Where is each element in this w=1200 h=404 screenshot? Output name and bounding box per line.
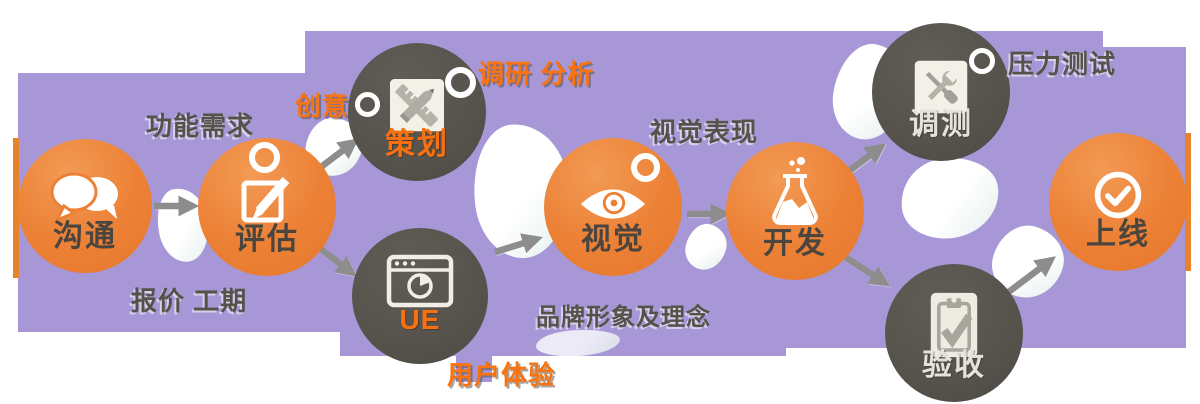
ruler-pencil-icon [348, 79, 486, 133]
arrow-acceptance-to-launch [1000, 256, 1056, 300]
annotation-visual-expression: 视觉表现 [650, 117, 759, 147]
edit-square-icon [198, 168, 336, 228]
clipboard-check-icon [885, 291, 1023, 359]
banner-ribbon-left [13, 138, 19, 278]
chat-bubbles-icon [18, 169, 152, 227]
node-label: 沟通 [53, 220, 117, 253]
annotation-creativity: 创意 [295, 91, 350, 121]
arrow-development-to-acceptance [843, 254, 891, 287]
node-label: 开发 [763, 227, 827, 260]
arrow-evaluation-to-ue [316, 244, 357, 277]
check-circle-icon [1049, 169, 1187, 221]
flask-icon [726, 156, 864, 232]
arrow-development-to-debugging [844, 143, 887, 176]
node-label: 验收 [922, 349, 986, 382]
node-ue: UE [352, 228, 488, 364]
ring-decoration [631, 153, 660, 182]
annotation-research-analysis: 调研 分析 [478, 59, 595, 89]
node-label: 评估 [235, 223, 299, 256]
tools-icon [872, 59, 1010, 115]
annotation-quote-schedule: 报价 工期 [131, 286, 248, 316]
ring-decoration [445, 67, 476, 98]
node-visual: 视觉 [544, 138, 682, 276]
node-label: 上线 [1086, 218, 1150, 251]
node-launch: 上线 [1049, 133, 1187, 271]
annotation-functional-requirements: 功能需求 [146, 111, 255, 141]
annotation-user-experience: 用户体验 [447, 360, 556, 390]
annotation-brand-image-concept: 品牌形象及理念 [536, 304, 711, 331]
node-debugging: 调测 [872, 23, 1010, 161]
arrow-ue-to-visual [494, 233, 543, 256]
annotation-stress-test: 压力测试 [1008, 49, 1117, 79]
banner-ribbon-right [1185, 133, 1191, 271]
ring-decoration [249, 142, 280, 173]
node-label: 策划 [385, 128, 449, 161]
node-acceptance: 验收 [885, 264, 1023, 402]
node-label: 视觉 [581, 223, 645, 256]
arrow-evaluation-to-planning [315, 138, 359, 173]
node-label: 调测 [909, 108, 973, 141]
node-communication: 沟通 [18, 139, 152, 273]
eye-icon [544, 184, 682, 224]
node-development: 开发 [726, 142, 864, 280]
node-label: UE [399, 304, 441, 335]
ring-decoration [969, 48, 995, 74]
browser-chart-icon [352, 254, 488, 308]
ring-decoration [355, 92, 380, 117]
